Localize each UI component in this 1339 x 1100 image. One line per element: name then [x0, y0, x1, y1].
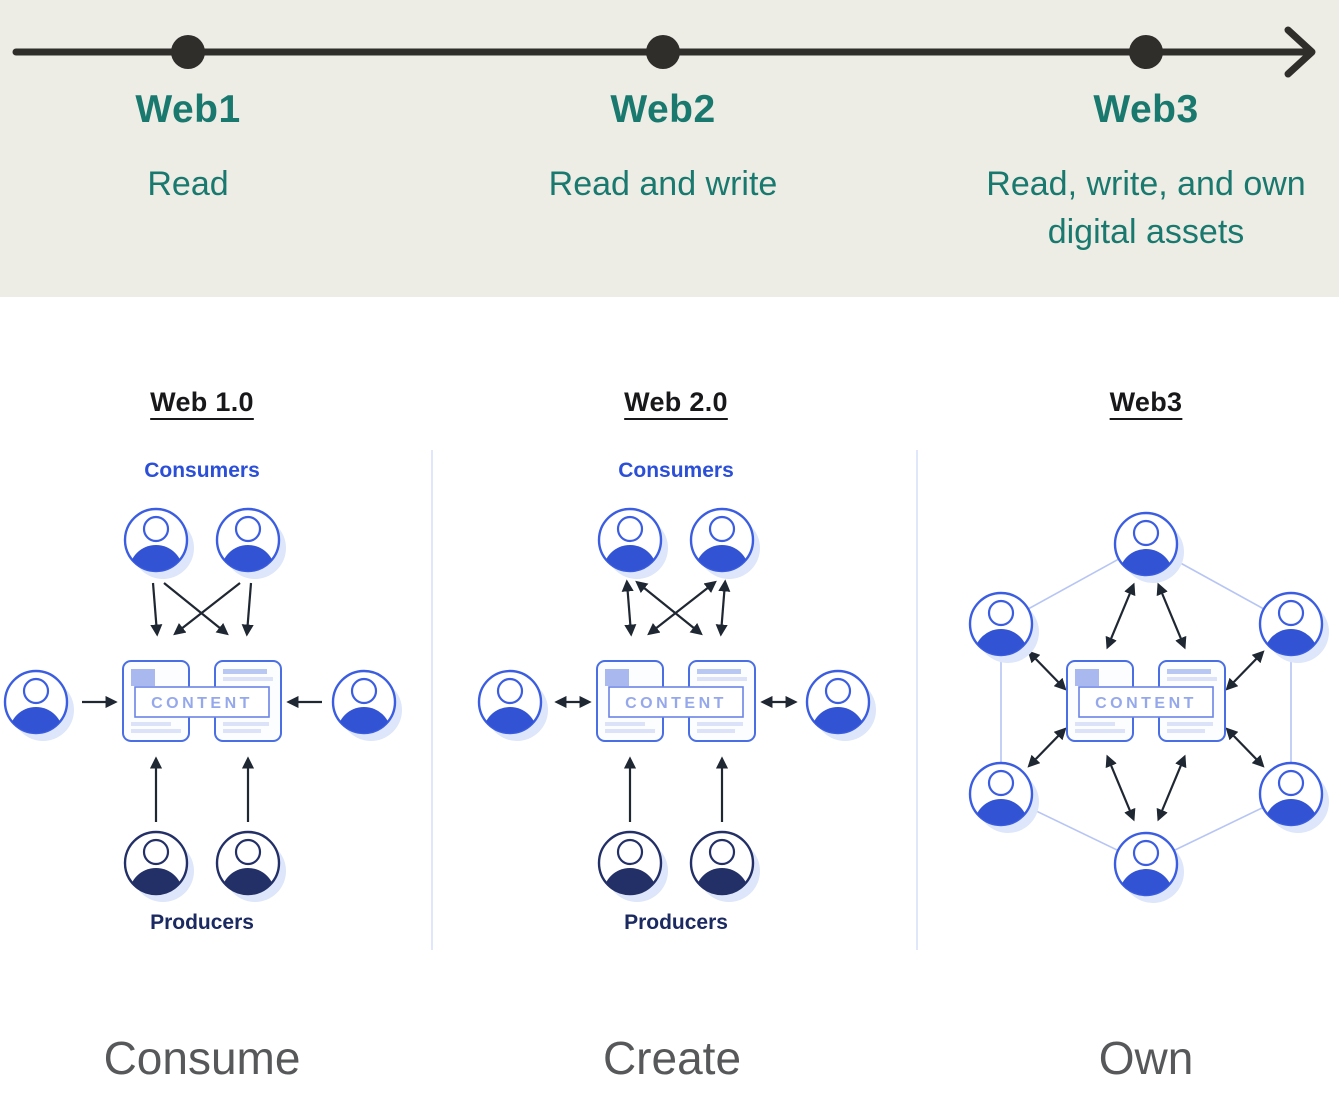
web3-exchange-arrows — [1027, 582, 1265, 822]
consumer-person-icon — [125, 509, 194, 599]
side-person-icon — [807, 671, 876, 761]
side-person-icon — [5, 671, 74, 761]
timeline-dot-web1 — [171, 35, 205, 69]
consumer-person-icon — [599, 509, 668, 599]
column-title-web1: Web 1.0 — [150, 387, 254, 417]
producer-person-icon — [217, 832, 286, 922]
network-person-icon — [970, 593, 1039, 683]
producer-person-icon — [691, 832, 760, 922]
network-person-icon — [1115, 833, 1184, 923]
timeline-dot-web2 — [646, 35, 680, 69]
network-person-icon — [1115, 513, 1184, 603]
milestone-web3-desc: Read, write, and own digital assets — [986, 165, 1306, 252]
timeline-dot-web3 — [1129, 35, 1163, 69]
milestone-web2-desc: Read and write — [548, 165, 778, 203]
mode-label-consume: Consume — [103, 1032, 301, 1084]
consumers-label-web1: Consumers — [144, 459, 260, 482]
network-person-icon — [1260, 593, 1329, 683]
consumers-label-web2: Consumers — [618, 459, 734, 482]
producers-label-web2: Producers — [624, 911, 728, 934]
web1-consumer-arrows — [150, 582, 254, 637]
milestone-web2-label: Web2 — [610, 88, 716, 131]
content-box-icon — [1066, 660, 1226, 742]
web2-diagram — [479, 509, 876, 922]
producer-person-icon — [599, 832, 668, 922]
mode-label-create: Create — [602, 1032, 742, 1084]
milestone-web3: Web3 Read, write, and own digital assets — [950, 88, 1339, 257]
side-person-icon — [333, 671, 402, 761]
timeline-arrow — [12, 26, 1316, 78]
web2-producer-arrows — [623, 756, 729, 822]
content-box-icon — [122, 660, 282, 742]
network-person-icon — [1260, 763, 1329, 853]
web3-diagram — [970, 513, 1329, 923]
producers-label-web1: Producers — [150, 911, 254, 934]
milestone-web3-label: Web3 — [1093, 88, 1199, 131]
milestone-web1-label: Web1 — [135, 88, 241, 131]
web2-consumer-arrows — [621, 579, 731, 637]
milestone-web2: Web2 Read and write — [549, 88, 778, 208]
network-person-icon — [970, 763, 1039, 853]
mode-label-own: Own — [1098, 1032, 1194, 1084]
side-person-icon — [479, 671, 548, 761]
producer-person-icon — [125, 832, 194, 922]
column-title-web2: Web 2.0 — [624, 387, 728, 417]
web1-producer-arrows — [149, 756, 255, 822]
milestone-web1-desc: Read — [147, 165, 229, 203]
web1-diagram — [5, 509, 402, 922]
column-title-web3: Web3 — [1109, 387, 1183, 417]
milestone-web1: Web1 Read — [135, 88, 240, 208]
content-box-icon — [596, 660, 756, 742]
